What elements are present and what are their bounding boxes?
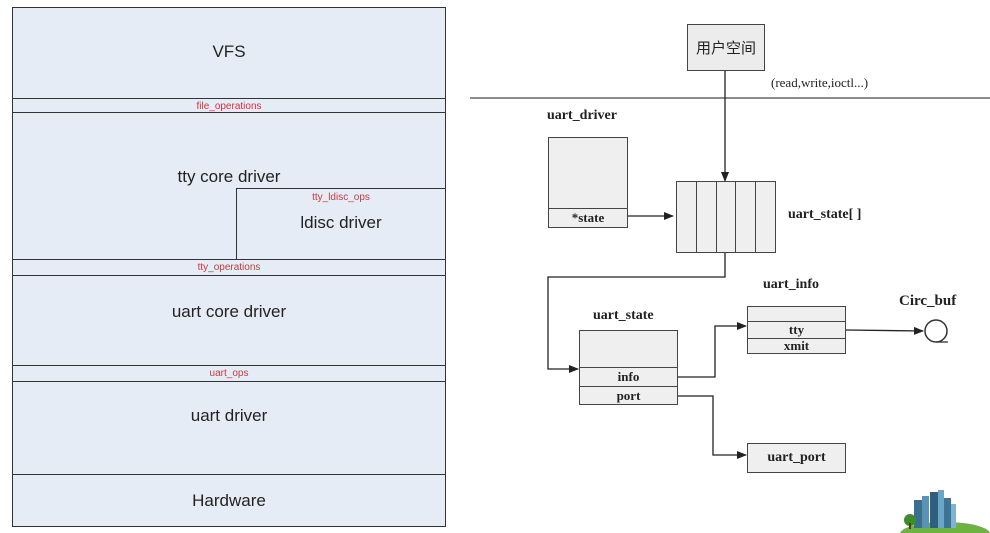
uart-info-field-tty-label: tty — [788, 322, 805, 337]
layer-vfs: VFS — [12, 7, 446, 100]
uart-state-array-label: uart_state[ ] — [788, 207, 862, 222]
array-cell — [736, 182, 757, 252]
uart-state-struct: info port — [579, 330, 678, 405]
syscalls-label: (read,write,ioctl...) — [771, 75, 869, 90]
uart-state-field-info: info — [580, 367, 677, 386]
uart-info-title: uart_info — [763, 277, 819, 292]
uart-driver-field-state: *state — [549, 208, 627, 227]
array-cell — [697, 182, 717, 252]
uart-info-struct: tty xmit — [747, 306, 846, 354]
uart-driver-struct: *state — [548, 137, 628, 228]
uart-info-field-tty: tty — [748, 321, 845, 338]
city-logo-icon — [900, 490, 990, 533]
arrow-info-to-uart-info — [678, 322, 747, 378]
circ-buf-icon — [924, 319, 948, 343]
interface-uart-ops-label: uart_ops — [209, 368, 249, 379]
layer-hardware: Hardware — [12, 474, 446, 527]
interface-tty-operations-label: tty_operations — [197, 262, 261, 273]
array-cell — [677, 182, 697, 252]
layer-vfs-label: VFS — [212, 41, 246, 61]
uart-info-field-xmit-label: xmit — [783, 338, 810, 353]
uart-state-field-port-label: port — [616, 387, 641, 403]
uart-state-field-info-label: info — [617, 369, 640, 384]
interface-file-operations-label: file_operations — [196, 100, 262, 112]
uart-state-title: uart_state — [593, 308, 654, 323]
arrow-xmit-to-circ-buf — [845, 326, 924, 335]
interface-tty-ldisc-ops-label: tty_ldisc_ops — [312, 191, 370, 203]
circ-buf-label: Circ_buf — [899, 293, 957, 309]
layer-ldisc-driver: ldisc driver — [236, 204, 446, 261]
arrow-port-to-uart-port — [678, 395, 747, 459]
layer-uart-core-label: uart core driver — [171, 301, 287, 321]
layer-hardware-label: Hardware — [192, 490, 266, 510]
array-cell — [756, 182, 775, 252]
layer-ldisc-driver-label: ldisc driver — [300, 213, 382, 232]
uart-driver-field-state-label: *state — [571, 210, 605, 225]
uart-driver-title: uart_driver — [547, 108, 617, 123]
layer-uart-core: uart core driver — [12, 275, 446, 366]
user-space-label: 用户空间 — [695, 40, 756, 57]
uart-info-field-xmit: xmit — [748, 338, 845, 353]
user-space-box: 用户空间 — [687, 24, 765, 71]
arrow-array-to-uart-state — [547, 253, 726, 373]
uart-state-array — [676, 181, 776, 253]
uart-port-label: uart_port — [767, 450, 826, 465]
layer-uart-driver-label: uart driver — [190, 406, 268, 425]
uart-port-struct: uart_port — [747, 443, 846, 473]
array-cell — [717, 182, 737, 252]
layer-tty-core-label: tty core driver — [177, 167, 281, 186]
uart-state-field-port: port — [580, 386, 677, 404]
